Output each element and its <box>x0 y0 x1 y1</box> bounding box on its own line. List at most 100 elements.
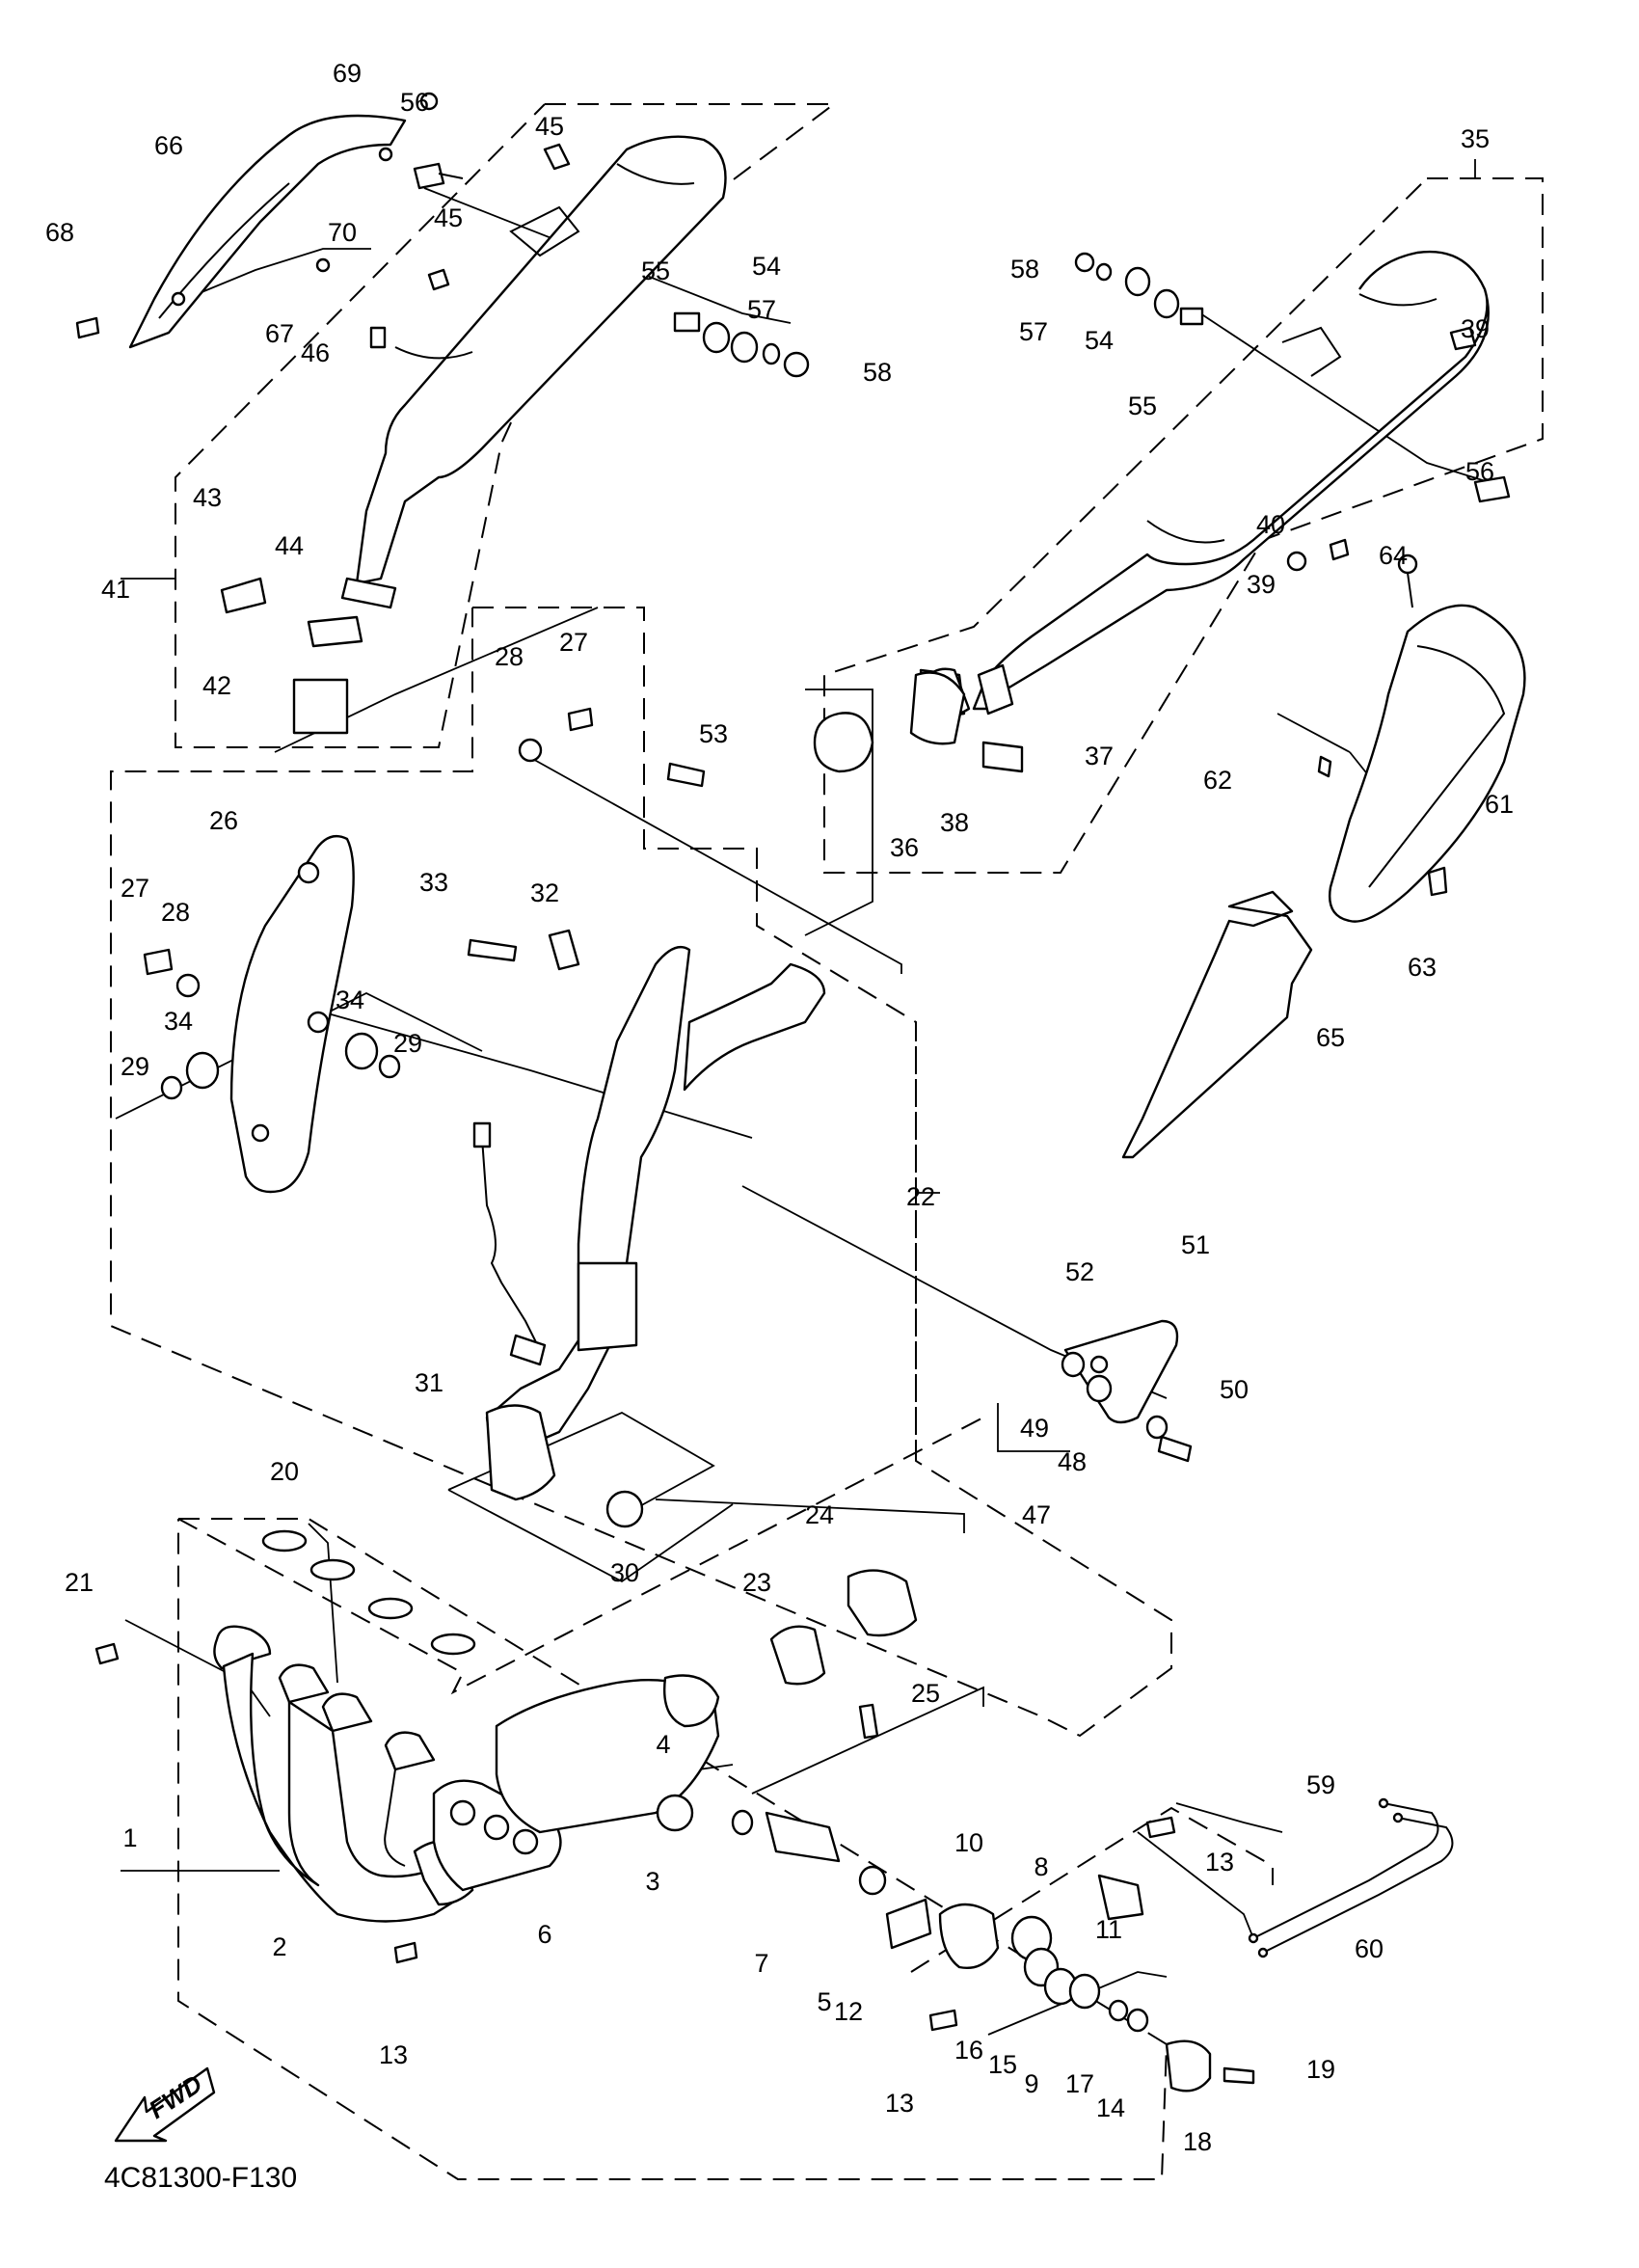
callout-17: 17 <box>1065 2069 1094 2098</box>
clip-39 <box>1329 538 1350 561</box>
bolt-13-bottom <box>928 2009 958 2032</box>
collar-55-right <box>1179 307 1204 326</box>
callout-30: 30 <box>610 1558 639 1587</box>
grommet-54-right-b <box>1153 288 1180 319</box>
callout-68: 68 <box>45 218 74 247</box>
valve-shaft-7 <box>765 1811 841 1863</box>
outline-valve-box <box>910 1806 1274 1973</box>
o2-sensor-31 <box>509 1334 547 1366</box>
grommet-34-left <box>185 1051 220 1090</box>
cover-18 <box>1165 2039 1212 2092</box>
bolt-63 <box>1427 866 1448 897</box>
left-cover <box>75 92 439 349</box>
bracket-11 <box>1097 1874 1144 1921</box>
gasket-20-a <box>261 1529 308 1552</box>
callout-22: 22 <box>906 1182 935 1211</box>
callout-54: 54 <box>1085 326 1114 355</box>
lead-3-7 <box>751 1686 984 1795</box>
callout-39: 39 <box>1461 314 1490 343</box>
callout-12: 12 <box>834 1997 863 2026</box>
callout-32: 32 <box>530 878 559 907</box>
callout-10: 10 <box>954 1828 983 1857</box>
left-muffler-band-2 <box>394 346 473 360</box>
bolt-56-right <box>1473 475 1511 503</box>
lead-11-59 <box>1137 1831 1254 1939</box>
bolt-33 <box>467 938 518 962</box>
gasket-20-c <box>367 1597 414 1620</box>
callout-6: 6 <box>537 1920 551 1949</box>
gasket-6-hole-a <box>449 1799 476 1826</box>
lead-13-11 <box>1175 1802 1283 1833</box>
callout-41: 41 <box>101 575 130 604</box>
lead-36-38 <box>804 688 873 936</box>
callout-28: 28 <box>161 898 190 927</box>
callout-63: 63 <box>1408 953 1437 982</box>
right-muffler <box>972 250 1490 716</box>
right-cover-body <box>1329 604 1526 923</box>
clip-62 <box>1317 755 1332 778</box>
lead-23-24 <box>655 1498 965 1533</box>
callout-58: 58 <box>863 358 892 387</box>
callout-9: 9 <box>1024 2069 1038 2098</box>
gasket-6-hole-b <box>483 1814 510 1841</box>
fwd-arrow-icon <box>114 2066 216 2143</box>
grommet-54-left-b <box>730 331 759 364</box>
right-muffler-hardware <box>813 252 1511 773</box>
washer-28-left <box>175 973 201 998</box>
callout-38: 38 <box>940 808 969 837</box>
o2-sensor-connector <box>472 1121 492 1148</box>
right-cover-edge <box>1368 645 1506 888</box>
callout-70: 70 <box>328 218 357 247</box>
callout-15: 15 <box>988 2050 1017 2079</box>
outline-assembly-35 <box>823 177 1544 874</box>
left-muffler-heatshield-bracket <box>509 205 580 257</box>
hole-26-top <box>297 861 320 884</box>
callout-25: 25 <box>911 1679 940 1708</box>
stay-47 <box>1061 1319 1193 1463</box>
cap-30 <box>605 1490 644 1528</box>
callout-49: 49 <box>1020 1414 1049 1443</box>
callout-57: 57 <box>747 295 776 324</box>
callout-67: 67 <box>265 319 294 348</box>
nut-45-b <box>427 268 450 291</box>
callout-42: 42 <box>202 671 231 700</box>
hole-26-bottom <box>251 1123 270 1143</box>
gasket-20-d <box>430 1633 476 1656</box>
collar-49 <box>1061 1351 1086 1378</box>
callout-55: 55 <box>1128 392 1157 420</box>
gasket-36-ring <box>813 712 874 773</box>
callout-65: 65 <box>1316 1023 1345 1052</box>
nut-58-left <box>783 351 810 378</box>
hole-66b <box>171 291 186 307</box>
left-muffler-outlet-clamp <box>340 577 397 609</box>
left-heat-shield-body <box>229 834 355 1194</box>
cable-60 <box>1262 1817 1454 1954</box>
callout-57: 57 <box>1019 317 1048 346</box>
callout-13: 13 <box>379 2040 408 2069</box>
pipe-outlet-30 <box>485 1404 556 1501</box>
bolt-43 <box>220 577 267 614</box>
callout-44: 44 <box>275 531 304 560</box>
right-muffler-bracket <box>1281 326 1342 377</box>
left-muffler-hardware <box>220 143 810 735</box>
bushing-5 <box>858 1865 887 1896</box>
grommet-54-right-a <box>1124 266 1151 297</box>
clamp-44 <box>307 615 363 648</box>
callout-1: 1 <box>122 1823 137 1852</box>
callout-7: 7 <box>754 1949 768 1978</box>
diagram-code: 4C81300-F130 <box>104 2162 297 2194</box>
lead-28-32 <box>520 751 902 974</box>
bolt-50 <box>1157 1435 1193 1463</box>
heat-protector-65 <box>1121 890 1313 1159</box>
gasket-6-hole-c <box>512 1828 539 1855</box>
callout-19: 19 <box>1306 2055 1335 2084</box>
callout-11: 11 <box>1095 1915 1122 1944</box>
callout-16: 16 <box>954 2036 983 2065</box>
hole-66 <box>378 147 393 162</box>
callout-18: 18 <box>1183 2127 1212 2156</box>
right-muffler-band <box>1358 293 1437 307</box>
outline-assembly-41 <box>175 103 837 748</box>
callout-33: 33 <box>419 868 448 897</box>
lead-box-30 <box>447 1489 734 1583</box>
callout-29: 29 <box>121 1052 149 1081</box>
